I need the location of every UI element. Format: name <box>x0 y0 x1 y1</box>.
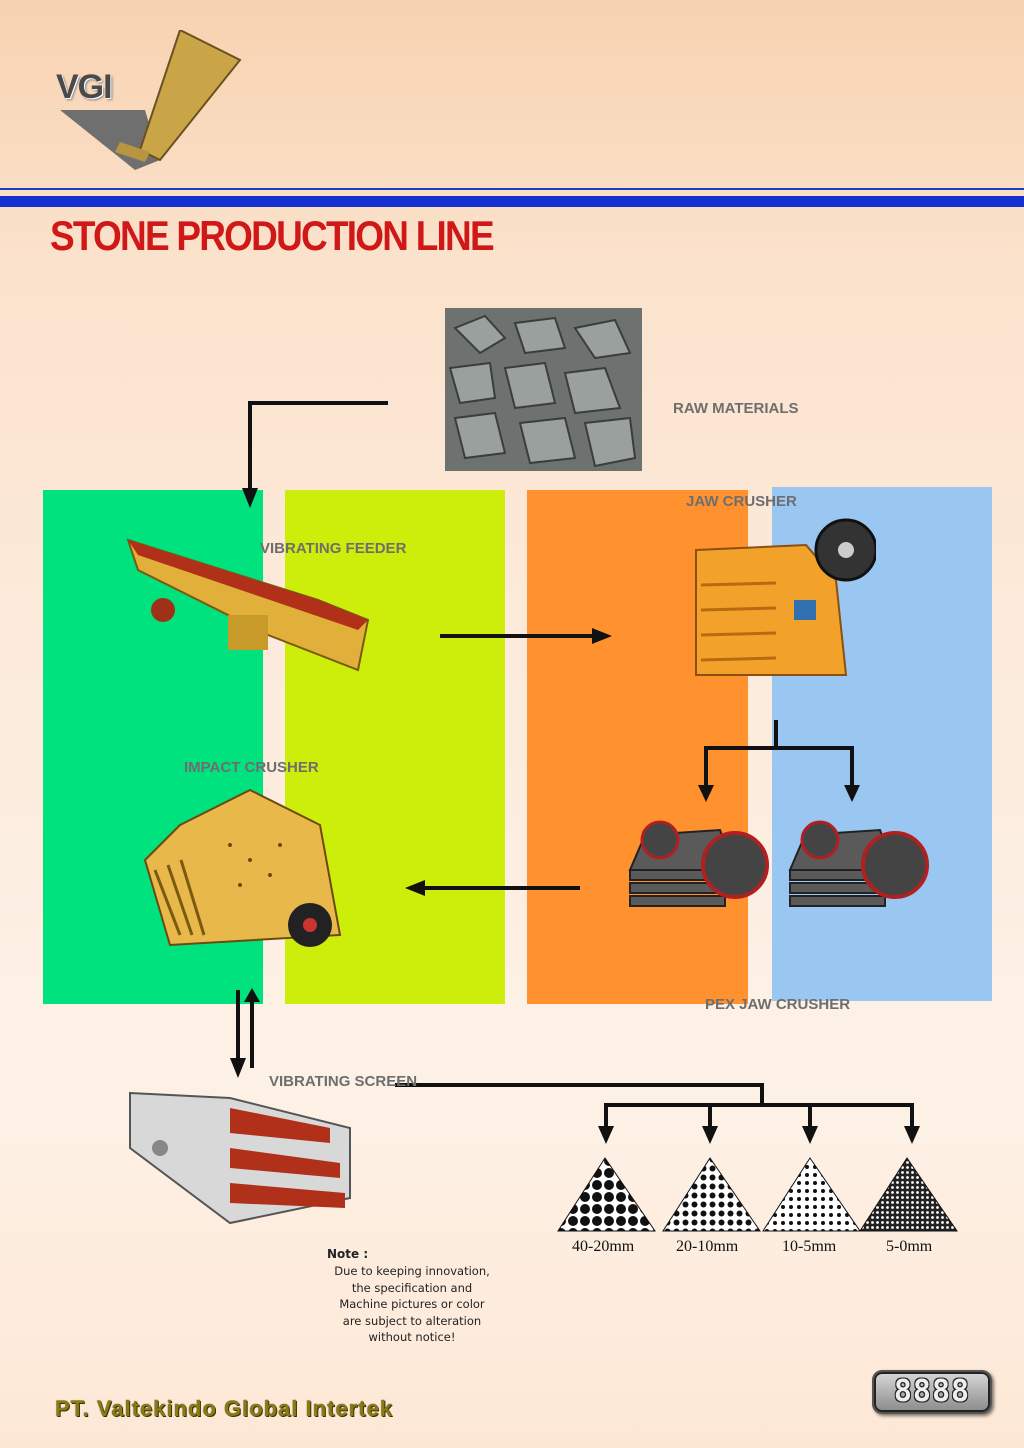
vibrating-feeder-label: VIBRATING FEEDER <box>260 540 407 557</box>
page-title: STONE PRODUCTION LINE <box>50 212 495 259</box>
size-label: 5-0mm <box>886 1238 933 1255</box>
pex-jaw-crusher-image-2 <box>788 820 929 907</box>
note-body: Due to keeping innovation, the specifica… <box>334 1264 490 1344</box>
size-label: 40-20mm <box>572 1238 635 1255</box>
pex-jaw-crusher-image-1 <box>628 820 769 907</box>
vibrating-screen-image <box>129 1091 351 1225</box>
vgi-logo-icon <box>60 30 242 170</box>
badge-number: 8888 <box>893 1374 971 1409</box>
badge-plate <box>872 1370 992 1414</box>
pex-jaw-crusher-label: PEX JAW CRUSHER <box>705 996 851 1013</box>
header-rule-thin <box>0 188 1024 190</box>
note-heading: Note : <box>327 1247 369 1261</box>
raw-materials-label: RAW MATERIALS <box>673 400 799 417</box>
logo-text: VGI <box>56 68 113 106</box>
impact-crusher-image <box>143 788 342 947</box>
raw-materials-photo <box>445 308 642 471</box>
size-label: 10-5mm <box>782 1238 837 1255</box>
impact-crusher-label: IMPACT CRUSHER <box>184 759 319 776</box>
header-rule-thick <box>0 196 1024 207</box>
size-piles-graphic <box>557 1157 958 1232</box>
jaw-crusher-image <box>695 518 876 676</box>
size-label: 20-10mm <box>676 1238 739 1255</box>
vibrating-feeder-image <box>126 538 370 672</box>
vibrating-screen-label: VIBRATING SCREEN <box>269 1073 418 1090</box>
company-name: PT. Valtekindo Global Intertek <box>55 1396 394 1421</box>
jaw-crusher-label: JAW CRUSHER <box>686 493 797 510</box>
